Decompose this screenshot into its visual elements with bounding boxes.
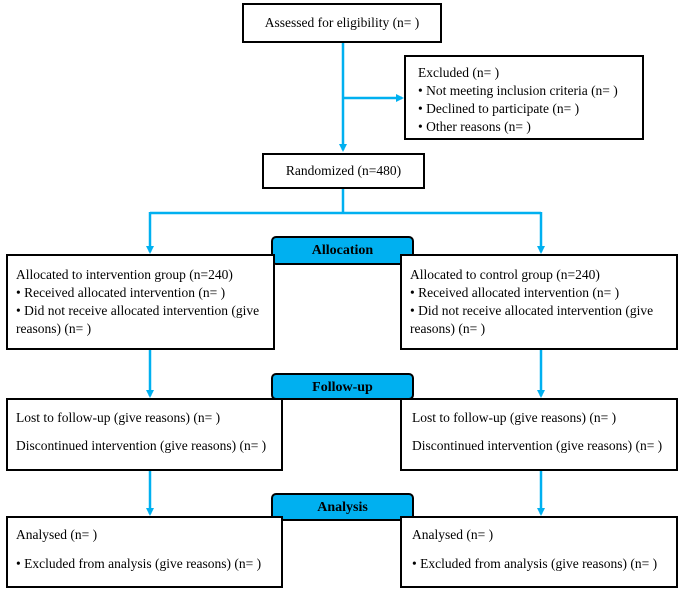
stage-followup: Follow-up [271, 373, 414, 400]
intervention-excluded-analysis-text: Excluded from analysis (give reasons) (n… [16, 555, 277, 573]
assessed-box: Assessed for eligibility (n= ) [242, 3, 442, 43]
control-not-received-text: Did not receive allocated intervention (… [410, 302, 670, 338]
stage-allocation: Allocation [271, 236, 414, 265]
excluded-reason-other: Other reasons (n= ) [418, 118, 642, 136]
stage-analysis-label: Analysis [317, 500, 368, 515]
intervention-discontinued-text: Discontinued intervention (give reasons)… [16, 438, 267, 453]
intervention-not-received-text: Did not receive allocated intervention (… [16, 302, 267, 338]
control-followup-box: Lost to follow-up (give reasons) (n= ) D… [400, 398, 678, 471]
stage-followup-label: Follow-up [312, 380, 373, 395]
excluded-box: Excluded (n= ) Not meeting inclusion cri… [404, 55, 644, 140]
intervention-analysis-box: Analysed (n= ) Excluded from analysis (g… [6, 516, 283, 588]
randomized-text: Randomized (n=480) [285, 163, 402, 178]
control-lost-text: Lost to follow-up (give reasons) (n= ) [412, 410, 617, 425]
control-received-text: Received allocated intervention (n= ) [410, 284, 670, 302]
intervention-analysed-text: Analysed (n= ) [16, 527, 98, 542]
stage-allocation-label: Allocation [311, 243, 374, 258]
control-analysed-text: Analysed (n= ) [412, 527, 494, 542]
intervention-followup-box: Lost to follow-up (give reasons) (n= ) D… [6, 398, 283, 471]
excluded-reason-criteria: Not meeting inclusion criteria (n= ) [418, 82, 642, 100]
intervention-allocated-text: Allocated to intervention group (n=240) [16, 267, 233, 282]
assessed-text: Assessed for eligibility (n= ) [264, 15, 420, 30]
control-allocation-box: Allocated to control group (n=240) Recei… [400, 254, 678, 350]
intervention-lost-text: Lost to follow-up (give reasons) (n= ) [16, 410, 221, 425]
intervention-received-text: Received allocated intervention (n= ) [16, 284, 267, 302]
intervention-allocation-box: Allocated to intervention group (n=240) … [6, 254, 275, 350]
excluded-title: Excluded (n= ) [418, 65, 500, 80]
stage-analysis: Analysis [271, 493, 414, 521]
control-allocated-text: Allocated to control group (n=240) [410, 267, 600, 282]
control-discontinued-text: Discontinued intervention (give reasons)… [412, 438, 663, 453]
control-excluded-analysis-text: Excluded from analysis (give reasons) (n… [412, 555, 672, 573]
control-analysis-box: Analysed (n= ) Excluded from analysis (g… [400, 516, 678, 588]
excluded-reason-declined: Declined to participate (n= ) [418, 100, 642, 118]
randomized-box: Randomized (n=480) [262, 153, 425, 189]
